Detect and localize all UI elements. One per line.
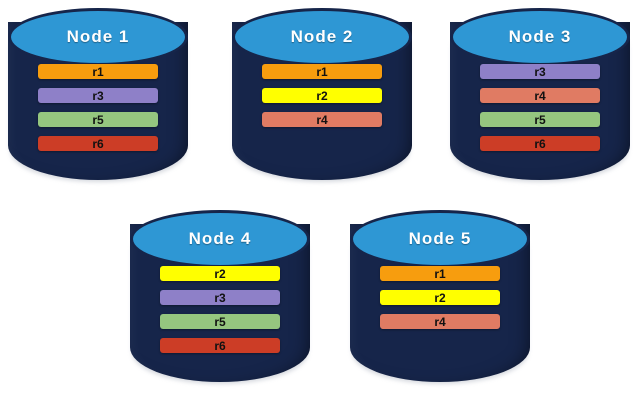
record-label: r6 [92, 136, 104, 151]
database-node-5[interactable]: Node 5 r1 r2 r4 [348, 210, 532, 386]
database-node-3[interactable]: Node 3 r3 r4 r5 r6 [448, 8, 632, 184]
record-list: r1 r3 r5 r6 [38, 64, 158, 160]
cylinder-top-ellipse: Node 5 [350, 210, 530, 268]
record-label: r1 [434, 266, 446, 281]
record-list: r3 r4 r5 r6 [480, 64, 600, 160]
record-label: r3 [214, 290, 226, 305]
record-bar-r5[interactable]: r5 [38, 112, 158, 127]
record-bar-r3[interactable]: r3 [38, 88, 158, 103]
record-label: r5 [534, 112, 546, 127]
cylinder-top-ellipse: Node 2 [232, 8, 412, 66]
record-bar-r4[interactable]: r4 [262, 112, 382, 127]
record-label: r1 [92, 64, 104, 79]
record-bar-r4[interactable]: r4 [380, 314, 500, 329]
record-label: r2 [214, 266, 226, 281]
cylinder-top-ellipse: Node 4 [130, 210, 310, 268]
node-label: Node 2 [290, 27, 354, 46]
record-label: r4 [434, 314, 446, 329]
record-label: r3 [534, 64, 546, 79]
record-bar-r2[interactable]: r2 [262, 88, 382, 103]
record-label: r4 [534, 88, 546, 103]
cylinder-top-ellipse: Node 1 [8, 8, 188, 66]
record-bar-r3[interactable]: r3 [160, 290, 280, 305]
record-label: r5 [92, 112, 104, 127]
record-bar-r5[interactable]: r5 [480, 112, 600, 127]
record-bar-r6[interactable]: r6 [160, 338, 280, 353]
record-label: r1 [316, 64, 328, 79]
record-bar-r2[interactable]: r2 [380, 290, 500, 305]
node-label: Node 1 [66, 27, 130, 46]
record-bar-r2[interactable]: r2 [160, 266, 280, 281]
record-bar-r6[interactable]: r6 [38, 136, 158, 151]
record-label: r5 [214, 314, 226, 329]
record-list: r2 r3 r5 r6 [160, 266, 280, 362]
record-list: r1 r2 r4 [380, 266, 500, 338]
record-label: r6 [214, 338, 226, 353]
cylinder-top-ellipse: Node 3 [450, 8, 630, 66]
node-label: Node 5 [408, 229, 472, 248]
record-list: r1 r2 r4 [262, 64, 382, 136]
record-label: r6 [534, 136, 546, 151]
record-bar-r1[interactable]: r1 [38, 64, 158, 79]
database-node-1[interactable]: Node 1 r1 r3 r5 r6 [6, 8, 190, 184]
record-bar-r6[interactable]: r6 [480, 136, 600, 151]
record-bar-r4[interactable]: r4 [480, 88, 600, 103]
database-node-2[interactable]: Node 2 r1 r2 r4 [230, 8, 414, 184]
record-bar-r1[interactable]: r1 [262, 64, 382, 79]
database-node-4[interactable]: Node 4 r2 r3 r5 r6 [128, 210, 312, 386]
record-bar-r5[interactable]: r5 [160, 314, 280, 329]
node-label: Node 4 [188, 229, 252, 248]
record-bar-r3[interactable]: r3 [480, 64, 600, 79]
record-bar-r1[interactable]: r1 [380, 266, 500, 281]
record-label: r2 [434, 290, 446, 305]
record-label: r2 [316, 88, 328, 103]
node-label: Node 3 [508, 27, 572, 46]
record-label: r3 [92, 88, 104, 103]
record-label: r4 [316, 112, 328, 127]
